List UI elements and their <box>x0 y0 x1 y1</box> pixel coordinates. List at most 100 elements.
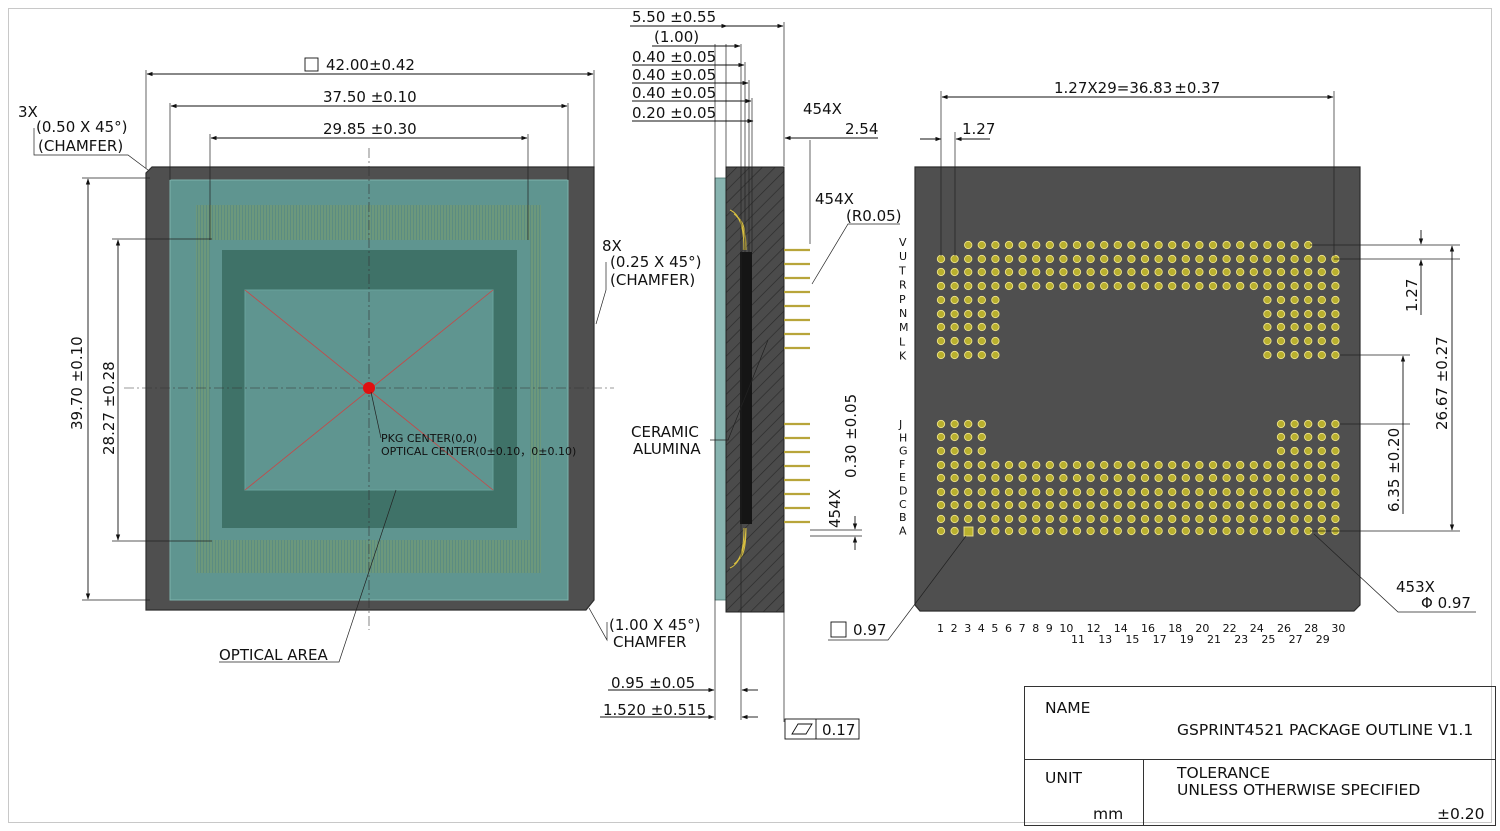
corner-chamfer-qty: 3X <box>18 103 38 121</box>
solder-pad <box>1304 295 1313 305</box>
solder-pad <box>1072 460 1082 470</box>
solder-pad <box>1263 487 1272 497</box>
solder-pad <box>1290 240 1299 250</box>
solder-pad <box>1127 254 1136 264</box>
solder-pad <box>1290 526 1299 536</box>
solder-pad <box>1086 487 1095 497</box>
column-number: 10 <box>1059 622 1073 635</box>
optical-center-label: OPTICAL CENTER(0±0.10，0±0.10) <box>381 445 576 458</box>
solder-pad <box>1059 460 1068 470</box>
row-letter: F <box>899 458 905 471</box>
solder-pad <box>1181 487 1190 497</box>
row-letter: A <box>899 524 907 537</box>
solder-pad <box>1222 254 1231 264</box>
solder-pad <box>936 336 946 346</box>
dim-0-40-c: 0.40 ±0.05 <box>632 84 716 102</box>
solder-pad <box>1168 514 1177 524</box>
solder-pad <box>1072 281 1082 291</box>
solder-pad <box>1181 460 1190 470</box>
solder-pad <box>1236 514 1245 524</box>
solder-pad <box>1059 267 1068 277</box>
solder-pad <box>1086 526 1095 536</box>
solder-pad <box>1290 309 1299 319</box>
dim-lid-width: 37.50 ±0.10 <box>323 88 417 106</box>
solder-pad <box>1113 460 1122 470</box>
solder-pad <box>1263 473 1272 483</box>
solder-pad <box>1032 526 1041 536</box>
column-number: 12 <box>1087 622 1101 635</box>
solder-pad <box>1100 487 1109 497</box>
solder-pad <box>1290 254 1299 264</box>
solder-pad <box>1290 322 1299 332</box>
column-number: 22 <box>1223 622 1237 635</box>
pad-diameter: Φ 0.97 <box>1421 594 1471 612</box>
solder-pad <box>950 473 959 483</box>
solder-pad <box>1086 514 1095 524</box>
solder-pad <box>991 240 1000 250</box>
solder-pad <box>964 309 973 319</box>
column-number: 15 <box>1125 633 1139 646</box>
solder-pad <box>1263 254 1272 264</box>
solder-pad <box>977 514 986 524</box>
solder-pad <box>1290 473 1299 483</box>
die-section <box>740 252 752 524</box>
bottom-chamfer-word: CHAMFER <box>613 633 686 651</box>
solder-pad <box>1304 322 1313 332</box>
column-number: 9 <box>1046 622 1053 635</box>
solder-pad <box>1113 281 1122 291</box>
solder-pad <box>1276 432 1286 442</box>
solder-pad <box>1140 254 1150 264</box>
solder-pad <box>1222 267 1231 277</box>
solder-pad <box>1113 254 1122 264</box>
solder-pad <box>1004 500 1014 510</box>
dim-optical-width: 29.85 ±0.30 <box>323 120 417 138</box>
solder-pad <box>1331 267 1340 277</box>
solder-pad <box>1236 473 1245 483</box>
solder-pad <box>991 460 1000 470</box>
pitch-total: 1.27X29=36.83±0.37 <box>1054 79 1220 97</box>
solder-pad <box>1018 254 1027 264</box>
solder-pad <box>964 336 973 346</box>
unit-label: UNIT <box>1045 769 1082 787</box>
solder-pad <box>950 350 959 360</box>
solder-pad <box>1032 240 1041 250</box>
solder-pad <box>1059 240 1068 250</box>
solder-pad <box>1045 460 1054 470</box>
solder-pad <box>1290 295 1299 305</box>
pin-dia-qty: 454X <box>826 489 844 528</box>
bottom-chamfer-size: (1.00 X 45°) <box>609 616 701 634</box>
solder-pad <box>1140 514 1150 524</box>
solder-pad <box>977 281 986 291</box>
tolerance-line-2: UNLESS OTHERWISE SPECIFIED <box>1177 781 1421 799</box>
solder-pad <box>1032 487 1041 497</box>
solder-pad <box>1181 254 1190 264</box>
pin-pitch-value: 2.54 <box>845 120 878 138</box>
solder-pad <box>977 432 986 442</box>
solder-pad <box>977 322 986 332</box>
title-row-name: NAME GSPRINT4521 PACKAGE OUTLINE V1.1 <box>1025 687 1495 760</box>
solder-pad <box>1181 526 1190 536</box>
dim-optical-height: 28.27 ±0.28 <box>100 361 118 455</box>
solder-pad <box>1059 254 1068 264</box>
solder-pad <box>977 473 986 483</box>
solder-pad <box>991 322 1000 332</box>
pin1-marker <box>963 526 974 537</box>
solder-pad <box>1331 281 1340 291</box>
solder-pad <box>1100 267 1109 277</box>
solder-pad <box>1140 460 1150 470</box>
solder-pad <box>1181 267 1190 277</box>
solder-pad <box>1317 267 1326 277</box>
solder-pad <box>1208 267 1218 277</box>
side-chamfer-word: (CHAMFER) <box>610 271 695 289</box>
solder-pad <box>1222 240 1231 250</box>
solder-pad <box>1331 500 1340 510</box>
dim-0-40-b: 0.40 ±0.05 <box>632 66 716 84</box>
solder-pad <box>1154 267 1163 277</box>
solder-pad <box>1317 487 1326 497</box>
solder-pad <box>1290 336 1299 346</box>
solder-pad <box>1208 487 1218 497</box>
flatness-icon <box>791 723 813 735</box>
solder-pad <box>977 446 986 456</box>
solder-pad <box>1113 514 1122 524</box>
solder-pad <box>1032 281 1041 291</box>
